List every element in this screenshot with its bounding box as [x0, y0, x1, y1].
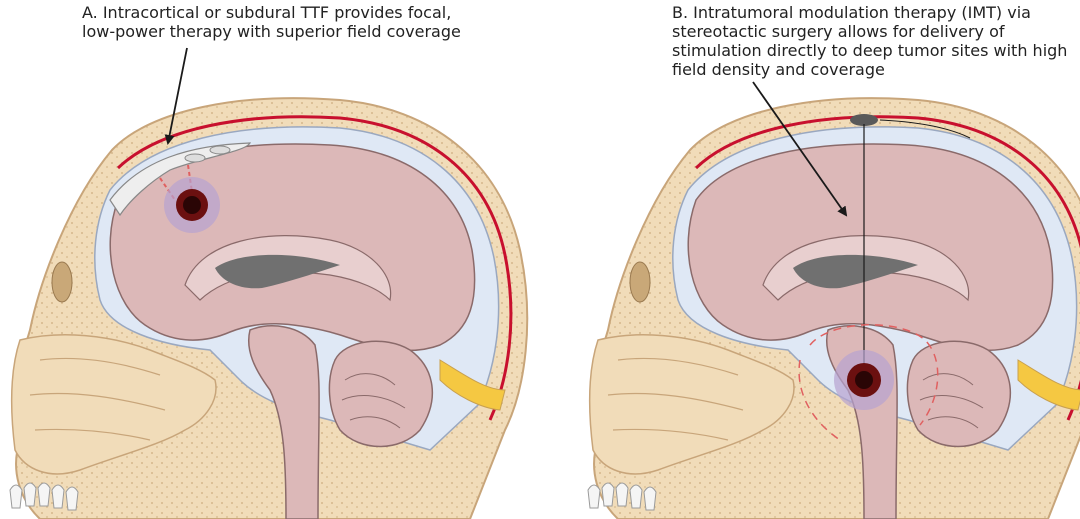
caption-b-line-4: field density and coverage: [672, 60, 885, 79]
arrow-icon: [164, 47, 188, 145]
caption-b-line-2: stereotactic surgery allows for delivery…: [672, 22, 1005, 41]
head-panel-a: [8, 47, 529, 519]
cortical-electrode-implant: [109, 142, 252, 217]
caption-a-line-1: A. Intracortical or subdural TTF provide…: [82, 3, 452, 22]
caption-b-line-3: stimulation directly to deep tumor sites…: [672, 41, 1068, 60]
surface-line: [879, 119, 971, 139]
caption-a-line-2: low-power therapy with superior field co…: [82, 22, 461, 41]
caption-panel-a: A. Intracortical or subdural TTF provide…: [82, 3, 461, 41]
arrow-icon: [752, 81, 848, 217]
caption-panel-b: B. Intratumoral modulation therapy (IMT)…: [672, 3, 1067, 79]
head-panel-b: [586, 81, 1080, 519]
caption-b-line-1: B. Intratumoral modulation therapy (IMT)…: [672, 3, 1031, 22]
probe-cap: [850, 114, 878, 126]
